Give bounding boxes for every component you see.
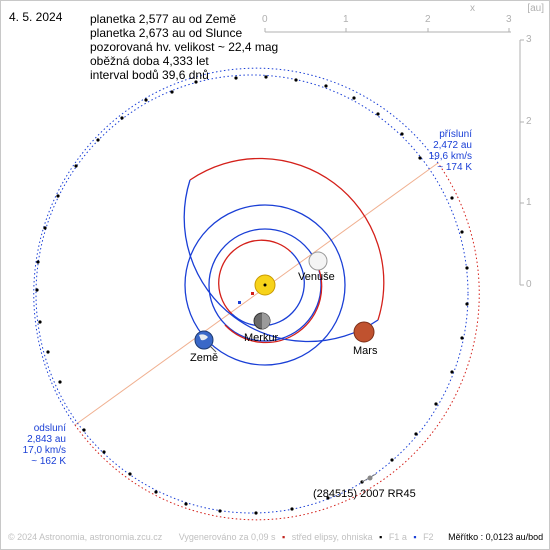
asteroid-position-icon <box>367 475 373 481</box>
aphelion-distance: 2,843 au <box>27 434 66 445</box>
mercury-orbit-north <box>231 251 305 327</box>
ellipse-center-marker <box>251 292 254 295</box>
asteroid-position-points <box>35 75 469 515</box>
aphelion-note: odsluní 2,843 au 17,0 km/s ~ 162 K <box>14 423 66 467</box>
y-tick-label-3: 3 <box>526 34 532 45</box>
legend-f2-marker-icon: ▪ <box>413 532 417 542</box>
asteroid-orbit-north <box>33 67 439 426</box>
perihelion-distance: 2,472 au <box>433 140 472 151</box>
footer-legend-f1: F1 a <box>388 532 407 542</box>
aphelion-speed: 17,0 km/s <box>22 445 66 456</box>
venus-label: Venuše <box>298 271 335 283</box>
legend-center-marker-icon: ▪ <box>281 532 286 542</box>
earth-label: Země <box>190 352 219 364</box>
asteroid-name-label: (284515) 2007 RR45 <box>313 488 416 500</box>
mars-label: Mars <box>353 345 378 357</box>
y-tick-label-0: 0 <box>526 279 532 290</box>
venus-orbit-south <box>224 259 323 344</box>
aphelion-title: odsluní <box>33 423 66 434</box>
earth-pointer <box>209 345 217 353</box>
y-tick-label-1: 1 <box>526 197 532 208</box>
sun-center-dot <box>263 283 267 287</box>
asteroid-orbit-south <box>74 162 480 521</box>
info-earth-distance: planetka 2,577 au od Země <box>90 12 237 26</box>
footer-legend-f2: F2 <box>423 532 434 542</box>
axis-unit-label: [au] <box>527 3 544 14</box>
x-axis-label: x <box>470 3 475 14</box>
date-label: 4. 5. 2024 <box>9 10 63 24</box>
earth-cloud <box>199 334 208 341</box>
y-tick-label-2: 2 <box>526 116 532 127</box>
info-period: oběžná doba 4,333 let <box>90 54 209 68</box>
mars-icon <box>353 321 375 343</box>
aphelion-temperature: ~ 162 K <box>31 456 66 467</box>
footer-scale: Měřítko : 0,0123 au/bod <box>448 532 544 542</box>
apsidal-line <box>74 162 439 426</box>
footer-legend-center: střed elipsy, ohniska <box>291 532 373 542</box>
perihelion-note: přísluní 2,472 au 19,6 km/s ~ 174 K <box>420 129 472 173</box>
perihelion-title: přísluní <box>439 129 472 140</box>
mercury-shade <box>262 313 270 329</box>
x-tick-label-3: 3 <box>506 14 512 25</box>
asteroid-orbit <box>35 74 469 514</box>
info-sun-distance: planetka 2,673 au od Slunce <box>90 26 243 40</box>
perihelion-speed: 19,6 km/s <box>428 151 472 162</box>
legend-f1-marker-icon: ▪ <box>379 532 383 542</box>
mars-orbit-north <box>189 157 385 321</box>
x-tick-label-0: 0 <box>262 14 268 25</box>
x-tick-label-1: 1 <box>343 14 349 25</box>
footer-copyright-link[interactable]: © 2024 Astronomia, astronomia.zcu.cz <box>8 532 163 542</box>
footer-bar: © 2024 Astronomia, astronomia.zcu.cz Vyg… <box>8 532 544 542</box>
info-interval: interval bodů 39,6 dnů <box>90 68 209 82</box>
mercury-orbit-south <box>218 239 292 315</box>
venus-orbit <box>208 228 322 342</box>
earth-orbit <box>184 204 346 366</box>
venus-icon <box>308 251 328 271</box>
x-tick-label-2: 2 <box>425 14 431 25</box>
perihelion-temperature: ~ 174 K <box>437 162 472 173</box>
footer-generated: Vygenerováno za 0,09 s <box>178 532 276 542</box>
info-magnitude: pozorovaná hv. velikost ~ 22,4 mag <box>90 40 279 54</box>
info-panel: planetka 2,577 au od Země planetka 2,673… <box>90 12 278 82</box>
mercury-label: Merkur <box>244 332 279 344</box>
mars-orbit-south <box>183 179 379 343</box>
focus-f2-marker <box>238 301 241 304</box>
